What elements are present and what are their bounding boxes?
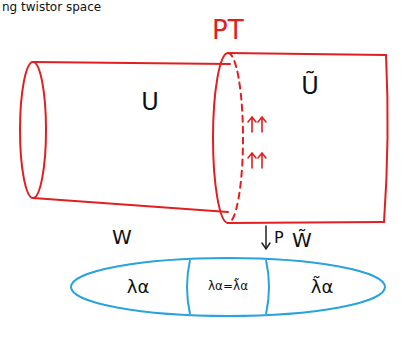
cylinder-chart: U (18, 60, 233, 218)
space-name: PT (212, 16, 244, 45)
coordinate-label: λ̃α (311, 277, 334, 297)
coordinate-label: λα (127, 277, 150, 297)
cylinder-chart: Ũ (212, 50, 392, 226)
sphere-ellipse: λα λα=λ̃α λ̃α (70, 256, 386, 318)
title-fragment: ng twistor space (2, 1, 101, 14)
region-label: W (112, 226, 132, 248)
patch-label: U (141, 89, 159, 115)
region-label: W̃ (292, 229, 312, 251)
overlap-arrows (248, 117, 266, 168)
patch-label: Ũ (301, 73, 319, 99)
overlap-label: λα=λ̃α (208, 280, 248, 293)
projection-arrow (262, 226, 270, 249)
map-label: P (274, 229, 284, 247)
cylinder-chart-outline (18, 60, 233, 218)
